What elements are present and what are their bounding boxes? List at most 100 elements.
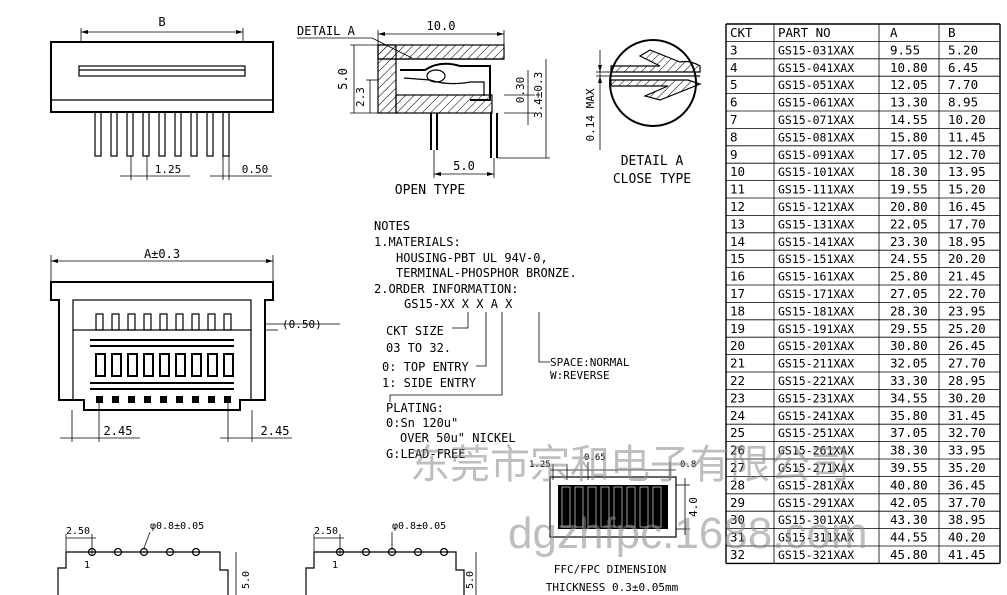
table-cell: 30 — [730, 512, 745, 527]
table-cell: 33.30 — [890, 373, 928, 388]
ffc-dim-125: 1.25 — [529, 460, 551, 470]
table-cell: 16 — [730, 269, 745, 284]
table-cell: 44.55 — [890, 530, 928, 545]
dim-pitch-label: 1.25 — [155, 163, 182, 176]
notes-block: NOTES 1.MATERIALS: HOUSING-PBT UL 94V-0,… — [374, 219, 630, 461]
table-cell: 10.80 — [890, 60, 928, 75]
dim-right-label: 2.45 — [261, 424, 290, 438]
table-cell: 29 — [730, 495, 745, 510]
table-cell: 23.95 — [948, 303, 986, 318]
table-cell: 29.55 — [890, 321, 928, 336]
table-cell: 5 — [730, 77, 738, 92]
table-cell: 22.70 — [948, 286, 986, 301]
table-cell: GS15-191XAX — [778, 322, 854, 336]
dim-b-label: B — [158, 15, 165, 29]
table-cell: 11.45 — [948, 129, 986, 144]
table-cell: 17 — [730, 286, 745, 301]
plating-line-1: 0:Sn 120u" — [386, 416, 458, 430]
table-cell: 28 — [730, 477, 745, 492]
table-cell: GS15-251XAX — [778, 426, 854, 440]
space-reverse-label: W:REVERSE — [550, 369, 610, 382]
table-header-cell: A — [890, 25, 898, 40]
plating-line-2: OVER 50u" NICKEL — [400, 431, 516, 445]
ffc-dim-08: 0.8 — [680, 460, 696, 470]
table-cell: 23 — [730, 390, 745, 405]
dim-bottom-label: 5.0 — [453, 159, 475, 173]
table-cell: 27 — [730, 460, 745, 475]
table-cell: 22 — [730, 373, 745, 388]
table-header-cell: PART NO — [778, 25, 831, 40]
table-cell: 12 — [730, 199, 745, 214]
table-cell: GS15-101XAX — [778, 165, 854, 179]
table-cell: 6.45 — [948, 60, 978, 75]
table-cell: GS15-071XAX — [778, 113, 854, 127]
table-cell: GS15-261XAX — [778, 444, 854, 458]
table-cell: GS15-201XAX — [778, 339, 854, 353]
table-cell: GS15-241XAX — [778, 409, 854, 423]
table-cell: 36.45 — [948, 477, 986, 492]
order-code: GS15-XX X X A X — [404, 297, 513, 311]
notes-line-2: HOUSING-PBT UL 94V-0, — [396, 251, 548, 265]
table-cell: GS15-321XAX — [778, 548, 854, 562]
table-cell: 7 — [730, 112, 738, 127]
table-cell: GS15-301XAX — [778, 513, 854, 527]
ffc-view: 1.25 0.65 0.8 4.0 FFC/FPC DIMENSION THIC… — [529, 453, 700, 594]
table-cell: 45.80 — [890, 547, 928, 562]
table-cell: GS15-291XAX — [778, 496, 854, 510]
table-cell: 39.55 — [890, 460, 928, 475]
table-cell: 18 — [730, 303, 745, 318]
table-cell: GS15-311XAX — [778, 531, 854, 545]
table-cell: 12.05 — [890, 77, 928, 92]
table-cell: 7.70 — [948, 77, 978, 92]
table-cell: 10 — [730, 164, 745, 179]
table-cell: 40.80 — [890, 477, 928, 492]
table-cell: 17.05 — [890, 147, 928, 162]
ffc-caption-2: THICKNESS 0.3±0.05mm — [546, 581, 679, 594]
table-cell: 20 — [730, 338, 745, 353]
table-cell: 37.70 — [948, 495, 986, 510]
table-cell: 14 — [730, 234, 745, 249]
table-cell: 32.05 — [890, 356, 928, 371]
table-cell: 35.80 — [890, 408, 928, 423]
table-cell: GS15-041XAX — [778, 61, 854, 75]
watermark-company: 东莞市宗和电子有限公司 — [410, 443, 850, 487]
dim-max-label: 0.14 MAX — [584, 88, 597, 141]
table-cell: GS15-111XAX — [778, 183, 854, 197]
table-cell: 15 — [730, 251, 745, 266]
table-cell: 22.05 — [890, 216, 928, 231]
table-cell: 25.80 — [890, 269, 928, 284]
front-view-contacts — [95, 313, 234, 403]
table-cell: 19.55 — [890, 182, 928, 197]
table-cell: 27.05 — [890, 286, 928, 301]
table-cell: 8 — [730, 129, 738, 144]
table-cell: GS15-221XAX — [778, 374, 854, 388]
table-cell: GS15-151XAX — [778, 252, 854, 266]
table-cell: 42.05 — [890, 495, 928, 510]
pcb-right-dim-50: 5.0 — [465, 571, 476, 589]
dim-34-label: 3.4±0.3 — [532, 72, 545, 118]
pcb-right-dim-250: 2.50 — [314, 526, 338, 537]
table-cell: GS15-211XAX — [778, 357, 854, 371]
table-cell: GS15-171XAX — [778, 287, 854, 301]
table-cell: 20.20 — [948, 251, 986, 266]
table-cell: GS15-061XAX — [778, 96, 854, 110]
side-view: DETAIL A 10.0 5.0 2.3 0.30 3.4±0.3 — [297, 19, 550, 198]
table-cell: 24 — [730, 408, 745, 423]
top-view: B 1.25 0.50 — [50, 15, 274, 180]
table-cell: 38.95 — [948, 512, 986, 527]
table-cell: 6 — [730, 95, 738, 110]
table-cell: 41.45 — [948, 547, 986, 562]
detail-a-view: 0.14 MAX DETAIL A CLOSE TYPE — [584, 39, 702, 187]
detail-caption-1: DETAIL A — [621, 154, 684, 169]
watermark-url: dgzhfpc.1688.com — [508, 509, 868, 558]
table-cell: GS15-271XAX — [778, 461, 854, 475]
table-cell: 16.45 — [948, 199, 986, 214]
dim-pin-label: 0.50 — [242, 163, 269, 176]
table-cell: GS15-091XAX — [778, 148, 854, 162]
pcb-right-pin1: 1 — [332, 560, 338, 571]
table-cell: 25 — [730, 425, 745, 440]
pcb-left-pin1: 1 — [84, 560, 90, 571]
table-cell: 43.30 — [890, 512, 928, 527]
table-cell: 30.20 — [948, 390, 986, 405]
plating-line-3: G:LEAD-FREE — [386, 447, 465, 461]
